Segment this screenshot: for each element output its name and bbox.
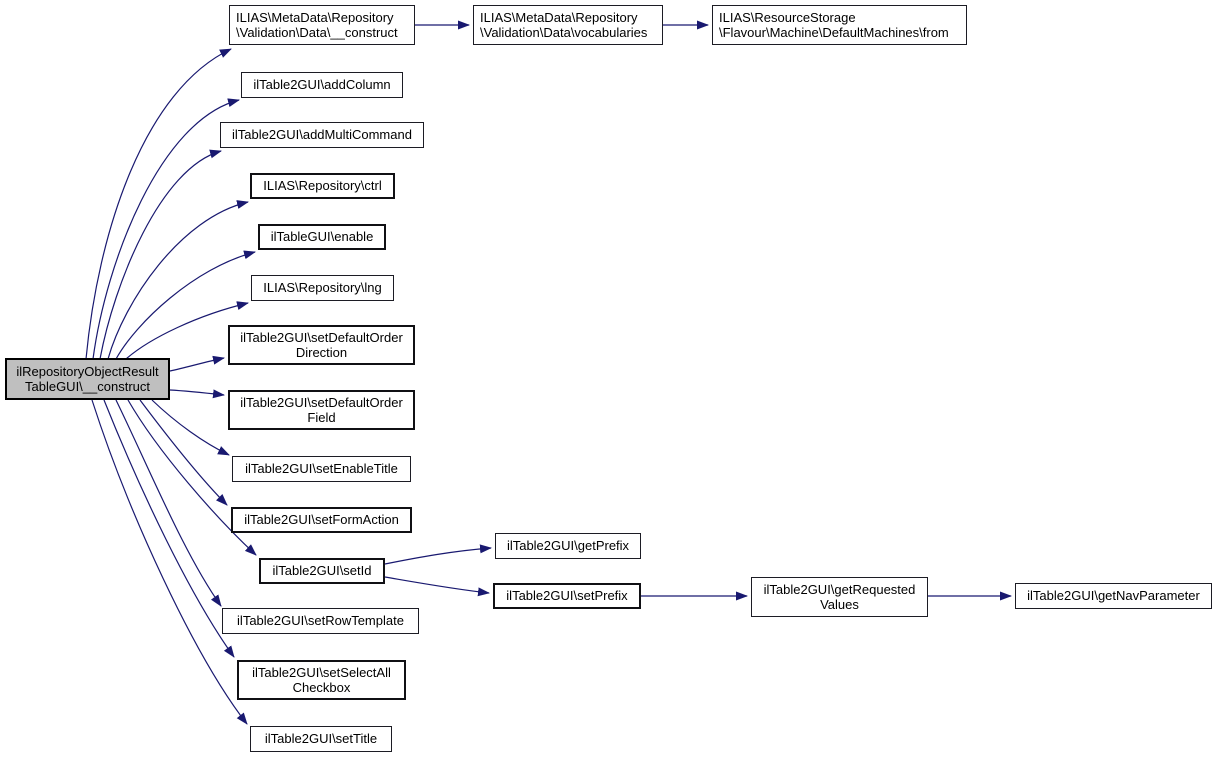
edge-root-to-set-enable-title <box>151 399 230 456</box>
node-ilTable2GUI-getPrefix[interactable]: ilTable2GUI\getPrefix <box>495 533 641 559</box>
edge-root-to-md-construct <box>85 48 232 360</box>
edge-root-to-set-row-template <box>115 399 222 607</box>
node-ilTable2GUI-setSelectAllCheckbox[interactable]: ilTable2GUI\setSelectAll Checkbox <box>237 660 406 700</box>
node-ilTable2GUI-setDefaultOrderField[interactable]: ilTable2GUI\setDefaultOrder Field <box>228 390 415 430</box>
node-ilTable2GUI-setTitle[interactable]: ilTable2GUI\setTitle <box>250 726 392 752</box>
edge-set-id-to-set-prefix <box>384 576 490 597</box>
edge-root-to-lng <box>125 301 249 360</box>
node-ilTable2GUI-setDefaultOrderDirection[interactable]: ilTable2GUI\setDefaultOrder Direction <box>228 325 415 365</box>
node-ilTable2GUI-getNavParameter[interactable]: ilTable2GUI\getNavParameter <box>1015 583 1212 609</box>
node-ilTable2GUI-setFormAction[interactable]: ilTable2GUI\setFormAction <box>231 507 412 533</box>
node-ilTable2GUI-setEnableTitle[interactable]: ilTable2GUI\setEnableTitle <box>232 456 411 482</box>
node-ILIAS-Repository-lng[interactable]: ILIAS\Repository\lng <box>251 275 394 301</box>
edge-root-to-set-title <box>91 399 248 725</box>
node-ILIAS-MetaData-Repository-Validation-Data-vocabularies[interactable]: ILIAS\MetaData\Repository \Validation\Da… <box>473 5 663 45</box>
node-ilTable2GUI-setId[interactable]: ilTable2GUI\setId <box>259 558 385 584</box>
edge-root-to-set-default-order-field <box>169 389 225 399</box>
edge-root-to-add-multi-command <box>99 149 222 360</box>
edge-root-to-ctrl <box>107 200 249 360</box>
edge-root-to-set-select-all-checkbox <box>103 399 235 658</box>
node-ILIAS-ResourceStorage-Flavour-Machine-DefaultMachines-from[interactable]: ILIAS\ResourceStorage \Flavour\Machine\D… <box>712 5 967 45</box>
node-ilTable2GUI-setRowTemplate[interactable]: ilTable2GUI\setRowTemplate <box>222 608 419 634</box>
edge-root-to-add-column <box>92 98 240 360</box>
edge-root-to-set-default-order-direction <box>169 355 225 372</box>
edge-set-id-to-get-prefix <box>384 544 492 565</box>
node-ilTable2GUI-setPrefix[interactable]: ilTable2GUI\setPrefix <box>493 583 641 609</box>
edge-root-to-set-id <box>127 399 257 556</box>
node-ilTableGUI-enable[interactable]: ilTableGUI\enable <box>258 224 386 250</box>
node-ILIAS-MetaData-Repository-Validation-Data-construct[interactable]: ILIAS\MetaData\Repository \Validation\Da… <box>229 5 415 45</box>
edge-root-to-set-form-action <box>139 399 228 506</box>
edge-root-to-enable <box>115 250 256 360</box>
node-ILIAS-Repository-ctrl[interactable]: ILIAS\Repository\ctrl <box>250 173 395 199</box>
node-ilTable2GUI-addColumn[interactable]: ilTable2GUI\addColumn <box>241 72 403 98</box>
node-ilTable2GUI-addMultiCommand[interactable]: ilTable2GUI\addMultiCommand <box>220 122 424 148</box>
node-ilTable2GUI-getRequestedValues[interactable]: ilTable2GUI\getRequested Values <box>751 577 928 617</box>
node-ilRepositoryObjectResultTableGUI-construct[interactable]: ilRepositoryObjectResult TableGUI\__cons… <box>5 358 170 400</box>
